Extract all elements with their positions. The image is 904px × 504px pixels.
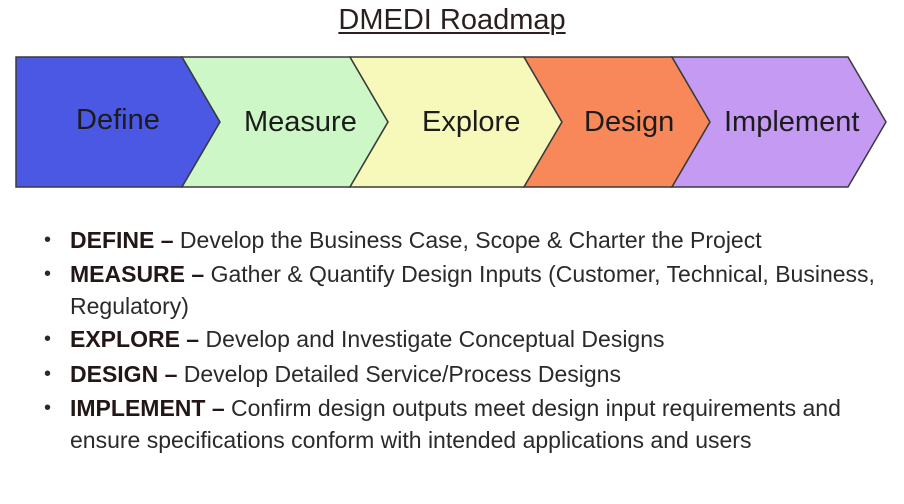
description-text: Develop Detailed Service/Process Designs xyxy=(183,361,621,387)
stage-design-label: Design xyxy=(584,106,674,138)
stage-measure-label: Measure xyxy=(244,106,357,138)
description-design: • DESIGN – Develop Detailed Service/Proc… xyxy=(42,357,892,392)
roadmap-chevrons: Define Measure Explore Design Implement xyxy=(15,56,887,188)
bullet-icon: • xyxy=(44,229,52,251)
description-implement: • IMPLEMENT – Confirm design outputs mee… xyxy=(42,392,892,456)
term-label: DEFINE – xyxy=(70,227,180,253)
stage-design: Design xyxy=(522,56,711,188)
stage-measure: Measure xyxy=(180,56,389,188)
bullet-icon: • xyxy=(44,397,52,419)
term-label: IMPLEMENT – xyxy=(70,395,232,421)
description-text: Confirm design outputs meet design input… xyxy=(70,395,841,453)
diagram-title: DMEDI Roadmap xyxy=(338,4,566,36)
description-text: Develop the Business Case, Scope & Chart… xyxy=(179,227,762,253)
description-text: Develop and Investigate Conceptual Desig… xyxy=(205,326,665,352)
stage-descriptions: • DEFINE – Develop the Business Case, Sc… xyxy=(42,223,892,456)
bullet-icon: • xyxy=(44,363,52,385)
stage-explore-label: Explore xyxy=(422,106,520,138)
description-define: • DEFINE – Develop the Business Case, Sc… xyxy=(42,223,892,258)
description-measure: • MEASURE – Gather & Quantify Design Inp… xyxy=(42,258,892,322)
term-label: EXPLORE – xyxy=(70,326,206,352)
stage-implement-shape xyxy=(670,56,887,188)
stage-define: Define xyxy=(15,56,221,188)
bullet-icon: • xyxy=(44,263,52,285)
description-text: Gather & Quantify Design Inputs (Custome… xyxy=(70,261,875,319)
term-label: MEASURE – xyxy=(70,261,211,287)
description-explore: • EXPLORE – Develop and Investigate Conc… xyxy=(42,322,892,357)
term-label: DESIGN – xyxy=(70,361,184,387)
stage-implement: Implement xyxy=(670,56,887,188)
stage-define-label: Define xyxy=(76,104,160,136)
bullet-icon: • xyxy=(44,328,52,350)
stage-implement-label: Implement xyxy=(724,106,859,138)
